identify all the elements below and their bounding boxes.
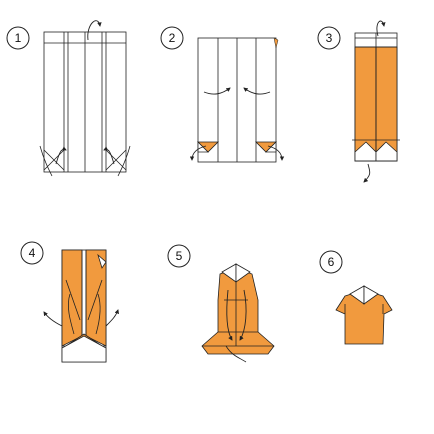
step-4: 4 (20, 241, 119, 363)
step-number-badge: 1 (6, 26, 30, 50)
fold-arrow-icon (225, 345, 247, 363)
turn-over-arrow-icon (363, 163, 371, 183)
paper-sheet (352, 32, 400, 162)
step-number-badge: 4 (20, 241, 44, 265)
paper-sheet (43, 31, 127, 173)
fold-arrow-icon (67, 293, 75, 335)
paper-sheet (197, 37, 279, 163)
fold-arrow-icon (43, 311, 63, 327)
paper-sheet (201, 263, 275, 355)
step-number-badge: 3 (317, 26, 341, 50)
fold-arrow-icon (117, 145, 131, 177)
step-5: 5 (167, 244, 275, 363)
step-number-badge: 5 (167, 244, 191, 268)
step-1-number: 1 (15, 31, 22, 45)
fold-arrow-icon (226, 289, 233, 341)
step-2: 2 (160, 26, 285, 163)
fold-arrow-icon (87, 20, 102, 41)
turn-over-arrow-icon (376, 20, 386, 37)
step-number-badge: 6 (319, 250, 343, 274)
step-6-number: 6 (328, 255, 335, 269)
fold-arrow-icon (267, 145, 285, 161)
fold-arrow-icon (189, 145, 207, 161)
step-3: 3 (317, 20, 400, 183)
step-number-badge: 2 (160, 26, 184, 50)
step-1: 1 (6, 20, 131, 177)
fold-arrow-icon (95, 293, 101, 335)
step-4-number: 4 (29, 246, 36, 260)
step-2-number: 2 (169, 31, 176, 45)
step-3-number: 3 (326, 31, 333, 45)
fold-arrow-icon (105, 309, 119, 327)
fold-arrow-icon (39, 145, 53, 177)
paper-sheet (61, 249, 107, 363)
folded-shirt (335, 285, 393, 345)
step-6: 6 (319, 250, 393, 345)
fold-arrow-icon (243, 87, 271, 95)
fold-arrow-icon (103, 146, 115, 165)
fold-arrow-icon (203, 87, 231, 95)
fold-arrow-icon (239, 289, 247, 341)
step-5-number: 5 (176, 249, 183, 263)
fold-arrow-icon (55, 146, 67, 165)
